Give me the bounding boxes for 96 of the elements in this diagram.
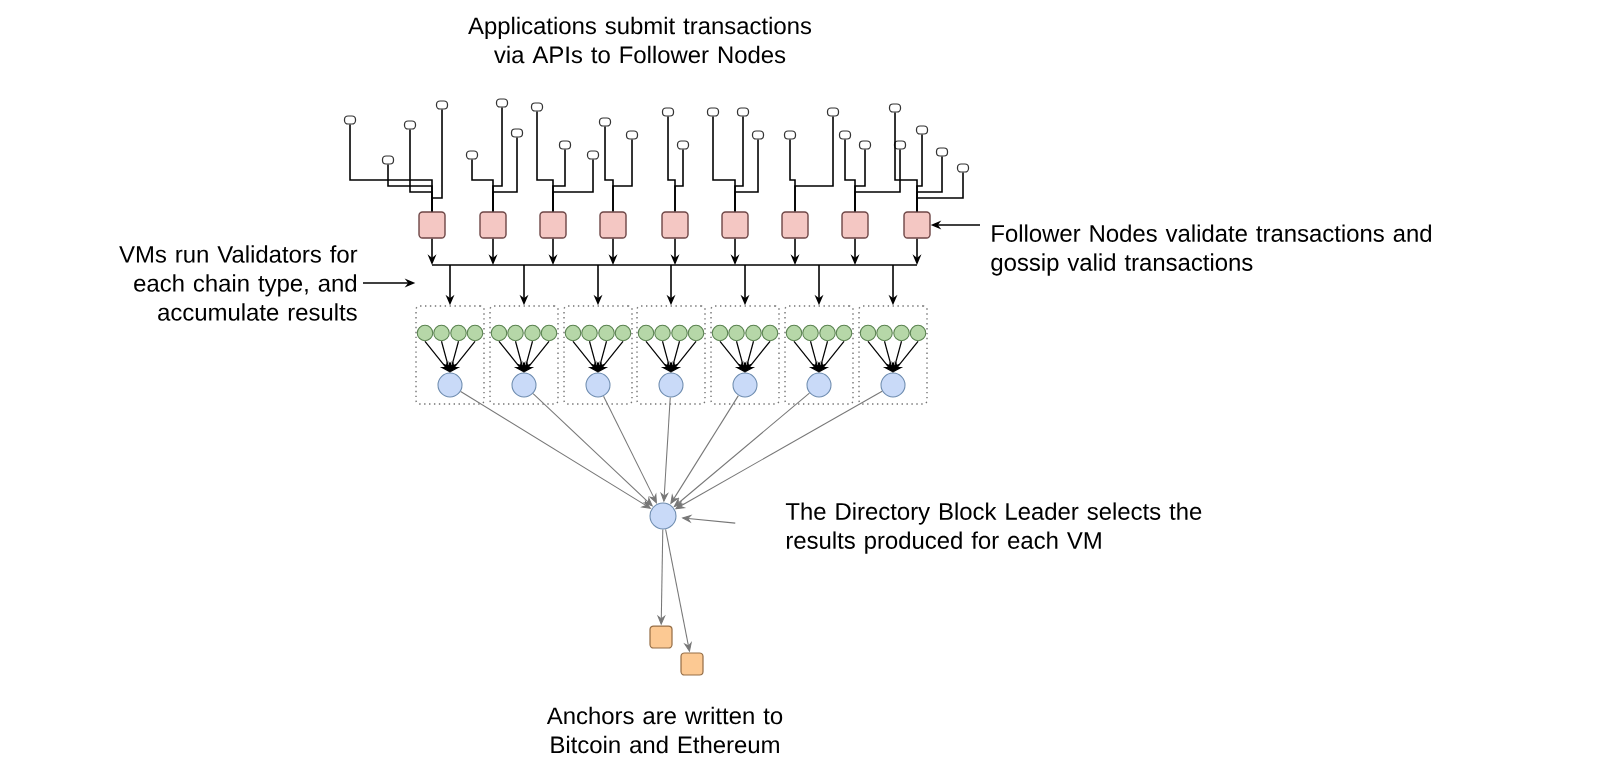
validator-circle [614, 324, 632, 342]
validator-circle [540, 324, 558, 342]
validator-circle [654, 324, 671, 342]
validator-circle [637, 324, 655, 342]
follower-node-box [599, 211, 627, 239]
validator-circle [711, 324, 729, 342]
client-box [465, 150, 479, 160]
follower-node-box [903, 211, 931, 239]
anchor-box [649, 625, 673, 649]
follower-node-box [661, 211, 689, 239]
connector-line [552, 158, 594, 213]
dotted-box [489, 305, 559, 405]
result-circle [806, 372, 832, 398]
validator-circle [581, 324, 598, 342]
follower-node-box [418, 211, 446, 239]
client-box [915, 125, 929, 135]
arrow [603, 395, 657, 504]
validator-circle [490, 324, 508, 342]
validator-circle [507, 324, 524, 342]
validator-circle [450, 324, 467, 342]
client-box [530, 102, 544, 112]
result-circle [658, 372, 684, 398]
follower-node-box [721, 211, 749, 239]
validator-circle [564, 324, 582, 342]
validator-circle [819, 324, 836, 342]
client-box [676, 140, 690, 150]
client-box [736, 107, 750, 117]
validator-circle [466, 324, 484, 342]
dotted-box [784, 305, 854, 405]
dotted-box [563, 305, 633, 405]
client-box [838, 130, 852, 140]
connector-line [916, 171, 964, 213]
client-box [558, 140, 572, 150]
validator-circle [687, 324, 705, 342]
client-box [783, 130, 797, 140]
follower-node-box [539, 211, 567, 239]
connector-line [674, 148, 684, 213]
validator-circle [859, 324, 877, 342]
client-box [403, 120, 417, 130]
validator-circle [416, 324, 434, 342]
client-box [586, 150, 600, 160]
client-box [495, 98, 509, 108]
result-circle [511, 372, 537, 398]
validator-circle [728, 324, 745, 342]
validator-circle [671, 324, 688, 342]
client-box [956, 163, 970, 173]
dotted-box [710, 305, 780, 405]
client-box [751, 130, 765, 140]
connector-line [794, 115, 834, 213]
client-box [598, 117, 612, 127]
anchor-box [680, 652, 704, 676]
result-circle [585, 372, 611, 398]
connector-line [854, 148, 901, 213]
note-text: VMs run Validators for each chain type, and accumulate results [119, 245, 358, 321]
connector-line [734, 138, 759, 213]
client-box [935, 147, 949, 157]
validator-circle [835, 324, 853, 342]
validator-circle [598, 324, 615, 342]
validator-circle [893, 324, 910, 342]
client-box [888, 103, 902, 113]
validator-circle [745, 324, 762, 342]
client-box [706, 107, 720, 117]
leader-circle [649, 502, 677, 530]
dotted-box [415, 305, 485, 405]
connector-line [612, 138, 633, 213]
follower-node-box [479, 211, 507, 239]
client-box [893, 140, 907, 150]
client-box [435, 100, 449, 110]
dotted-box [636, 305, 706, 405]
client-box [381, 155, 395, 165]
connector-line [431, 108, 443, 213]
bus-line [431, 264, 918, 266]
client-box [858, 140, 872, 150]
validator-circle [524, 324, 541, 342]
validator-circle [761, 324, 779, 342]
validator-circle [785, 324, 803, 342]
result-circle [437, 372, 463, 398]
client-box [625, 130, 639, 140]
follower-node-box [781, 211, 809, 239]
note-text: Applications submit transactions via APIs to Follower Nodes [468, 16, 812, 64]
client-box [826, 107, 840, 117]
note-text: Follower Nodes validate transactions and gossip valid transactions [991, 224, 1431, 276]
connector-line [492, 136, 518, 213]
validator-circle [876, 324, 893, 342]
client-box [343, 115, 357, 125]
result-circle [880, 372, 906, 398]
note-text: Anchors are written to Bitcoin and Ethereum [546, 706, 783, 754]
validator-circle [802, 324, 819, 342]
result-circle [732, 372, 758, 398]
dotted-box [858, 305, 928, 405]
client-box [510, 128, 524, 138]
client-box [661, 107, 675, 117]
validator-circle [433, 324, 450, 342]
follower-node-box [841, 211, 869, 239]
validator-circle [909, 324, 927, 342]
note-text: The Directory Block Leader selects the results produced for each VM [785, 502, 1202, 554]
